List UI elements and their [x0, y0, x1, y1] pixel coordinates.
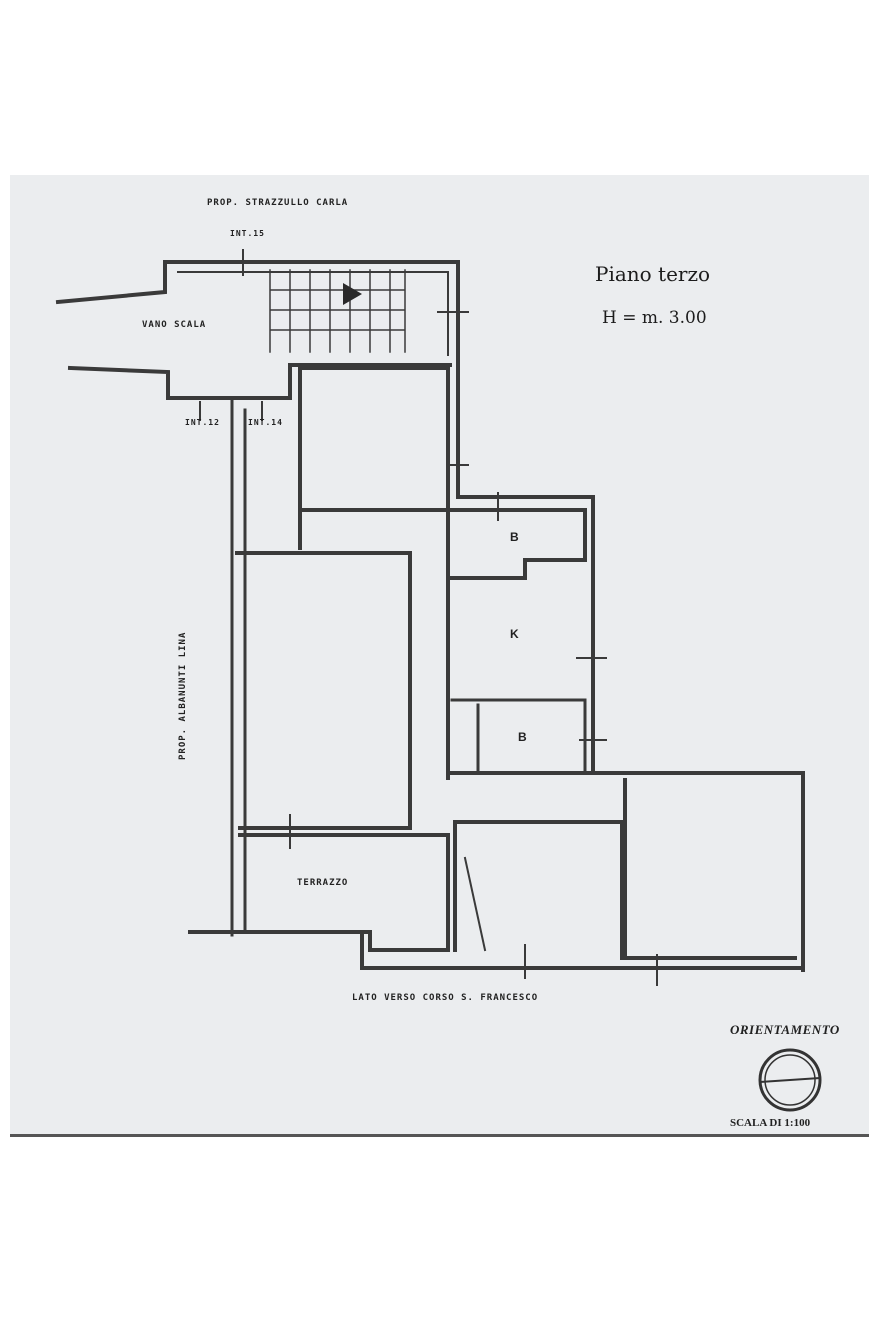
sheet-bottom-rule	[10, 1134, 869, 1137]
bedroom-wall	[235, 551, 412, 830]
bath-upper-label: B	[510, 530, 519, 544]
kitchen-label: K	[510, 627, 519, 641]
neighbor-south-label: LATO VERSO CORSO S. FRANCESCO	[352, 993, 539, 1003]
door-ticks	[199, 249, 658, 986]
stair-steps	[269, 269, 406, 353]
orientation-label: ORIENTAMENTO	[730, 1022, 840, 1037]
int-15-label: INT.15	[230, 229, 265, 238]
scale-label: SCALA DI 1:100	[730, 1117, 811, 1129]
lower-room-wall	[453, 820, 624, 960]
plan-title: Piano terzo	[595, 262, 711, 286]
west-wall	[230, 398, 247, 937]
upper-room-wall	[298, 366, 450, 550]
compass-icon	[758, 1048, 822, 1112]
stair-outer-wall	[55, 260, 460, 499]
neighbor-west-label: PROP. ALBANUNTI LINA	[178, 631, 188, 760]
stair-arrow-icon	[343, 283, 362, 305]
lower-right-block	[591, 771, 805, 972]
stair-lower-wall	[67, 363, 452, 400]
terrace-wall	[188, 833, 450, 952]
int-12-label: INT.12	[185, 418, 220, 427]
service-block-wall	[450, 495, 595, 775]
diagonal-stair	[463, 856, 487, 952]
stair-label: VANO SCALA	[142, 320, 207, 330]
terrace-label: TERRAZZO	[297, 878, 349, 888]
height-note: H = m. 3.00	[602, 308, 707, 328]
bath-lower-label: B	[518, 730, 527, 744]
drawing-sheet	[10, 175, 869, 1137]
stair-inner-wall	[177, 271, 449, 356]
kitchen-wall	[450, 698, 587, 772]
neighbor-north-label: PROP. STRAZZULLO CARLA	[207, 198, 349, 208]
int-14-label: INT.14	[248, 418, 283, 427]
